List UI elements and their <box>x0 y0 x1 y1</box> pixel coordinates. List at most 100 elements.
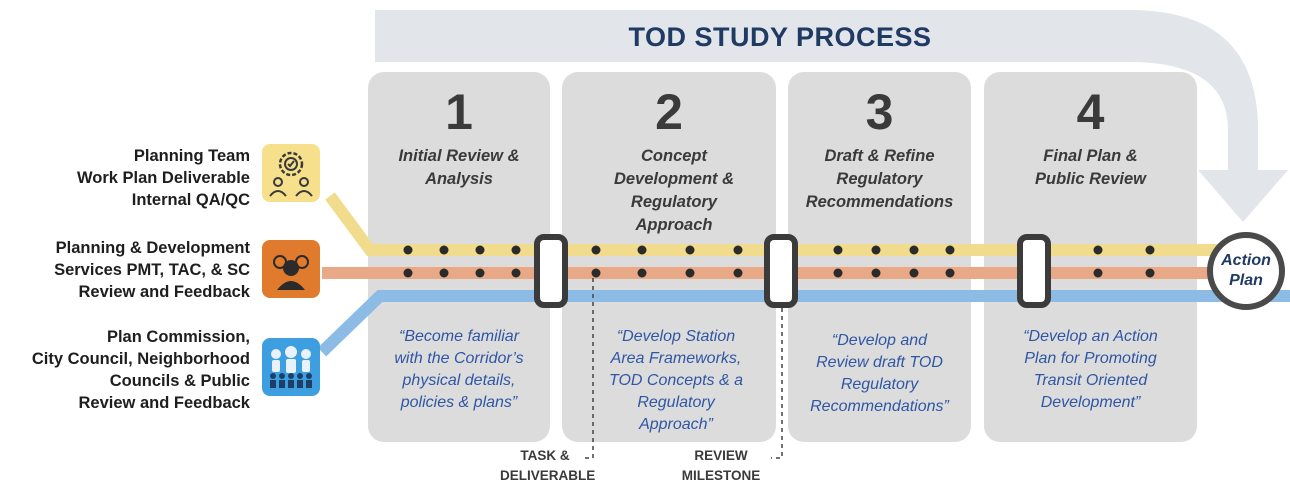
task-dot <box>833 268 843 278</box>
action-plan-node: Action Plan <box>1207 232 1285 310</box>
stakeholder-public: Plan Commission, City Council, Neighborh… <box>32 326 250 414</box>
crowd-icon <box>262 338 320 396</box>
task-dot <box>1093 268 1103 278</box>
task-dot <box>475 268 485 278</box>
stakeholder-line: Review and Feedback <box>78 283 251 301</box>
task-dot <box>511 245 521 255</box>
stakeholder-line: Planning & Development <box>55 239 250 257</box>
yellow-line <box>325 192 1220 256</box>
task-dot <box>403 268 413 278</box>
phase-quote-2: “Develop Station Area Frameworks, TOD Co… <box>576 326 776 436</box>
stakeholder-line: Internal QA/QC <box>131 191 250 209</box>
task-dots <box>403 245 1155 278</box>
review-milestone-marker <box>1017 234 1051 308</box>
quote-line: with the Corridor’s <box>394 350 524 367</box>
task-dot <box>945 268 955 278</box>
action-plan-label: Action <box>1221 252 1271 269</box>
quote-line: Regulatory <box>637 394 715 411</box>
legend-task-deliverable: TASK & DELIVERABLE <box>500 446 596 486</box>
phase-panel-3 <box>788 72 971 442</box>
task-leader <box>582 278 594 459</box>
phase-name-line: Recommendations <box>805 193 954 211</box>
task-dot <box>685 268 695 278</box>
phase-name-1: Initial Review & Analysis <box>368 145 550 191</box>
quote-line: Development” <box>1040 394 1141 411</box>
quote-line: Area Frameworks, <box>610 350 742 367</box>
phase-name-line: Analysis <box>425 170 493 188</box>
task-dot <box>511 268 521 278</box>
quote-line: Approach” <box>639 416 713 433</box>
stakeholder-line: Plan Commission, <box>106 328 250 346</box>
task-dot <box>733 268 743 278</box>
stakeholder-planning-development: Planning & Development Services PMT, TAC… <box>54 237 250 303</box>
legend-line: DELIVERABLE <box>500 468 596 483</box>
stakeholder-line: Councils & Public <box>109 372 250 390</box>
legend-line: REVIEW <box>694 448 748 463</box>
legend-line: TASK & <box>520 448 570 463</box>
task-dot <box>439 268 449 278</box>
quote-line: “Develop an Action <box>1023 328 1158 345</box>
stakeholder-line: Work Plan Deliverable <box>76 169 250 187</box>
task-dot <box>637 245 647 255</box>
task-dot <box>871 268 881 278</box>
quote-line: Transit Oriented <box>1033 372 1148 389</box>
task-dot <box>871 245 881 255</box>
phase-number-3: 3 <box>865 84 894 140</box>
task-dot <box>1145 268 1155 278</box>
legend-review-milestone: REVIEW MILESTONE <box>676 446 766 486</box>
task-dot <box>403 245 413 255</box>
phase-panel-1 <box>368 72 550 442</box>
stakeholder-line: Review and Feedback <box>78 394 251 412</box>
task-dot <box>945 245 955 255</box>
quote-line: policies & plans” <box>400 394 518 411</box>
task-dot <box>685 245 695 255</box>
quote-line: Regulatory <box>840 376 919 393</box>
legend-line: MILESTONE <box>681 468 761 483</box>
quote-line: “Develop and <box>831 332 928 349</box>
phase-quote-3: “Develop and Review draft TOD Regulatory… <box>788 330 971 418</box>
phase-name-3: Draft & Refine Regulatory Recommendation… <box>788 145 971 214</box>
phase-name-line: Concept <box>641 147 707 165</box>
stakeholder-line: Planning Team <box>133 147 250 165</box>
stakeholder-planning-team: Planning Team Work Plan Deliverable Inte… <box>77 145 250 211</box>
phase-number-4: 4 <box>1076 84 1105 140</box>
task-dot <box>733 245 743 255</box>
quote-line: “Develop Station <box>616 328 736 345</box>
phase-quote-1: “Become familiar with the Corridor’s phy… <box>368 326 550 414</box>
blue-line <box>317 290 1290 357</box>
task-dot <box>591 245 601 255</box>
phase-name-line: Final Plan & <box>1043 147 1138 165</box>
task-dot <box>591 268 601 278</box>
phase-number-2: 2 <box>655 84 683 140</box>
phase-name-line: Regulatory <box>630 193 718 211</box>
phase-name-line: Draft & Refine <box>824 147 935 165</box>
task-dot <box>637 268 647 278</box>
gear-team-icon <box>262 144 320 202</box>
task-dot <box>439 245 449 255</box>
quote-line: physical details, <box>402 372 516 389</box>
review-milestone-marker <box>534 234 568 308</box>
phase-name-2: Concept Development & Regulatory Approac… <box>562 145 786 237</box>
phase-name-line: Approach <box>635 216 713 234</box>
action-plan-label: Plan <box>1229 272 1263 289</box>
process-arrow <box>375 10 1288 222</box>
task-dot <box>909 245 919 255</box>
phase-name-line: Public Review <box>1035 170 1146 188</box>
task-dot <box>1145 245 1155 255</box>
phase-quote-4: “Develop an Action Plan for Promoting Tr… <box>984 326 1197 414</box>
review-milestone-marker <box>764 234 798 308</box>
phase-name-line: Development & <box>613 170 735 188</box>
quote-line: TOD Concepts & a <box>609 372 743 389</box>
phase-panel-2 <box>562 72 776 442</box>
phase-name-line: Regulatory <box>836 170 923 188</box>
stakeholder-line: City Council, Neighborhood <box>31 350 250 368</box>
phase-number-1: 1 <box>445 84 473 140</box>
task-dot <box>1093 245 1103 255</box>
quote-line: “Become familiar <box>398 328 520 345</box>
group-icon <box>262 240 320 298</box>
quote-line: Review draft TOD <box>816 354 943 371</box>
task-dot <box>475 245 485 255</box>
quote-line: Recommendations” <box>810 398 949 415</box>
diagram-title: TOD STUDY PROCESS <box>628 22 932 52</box>
